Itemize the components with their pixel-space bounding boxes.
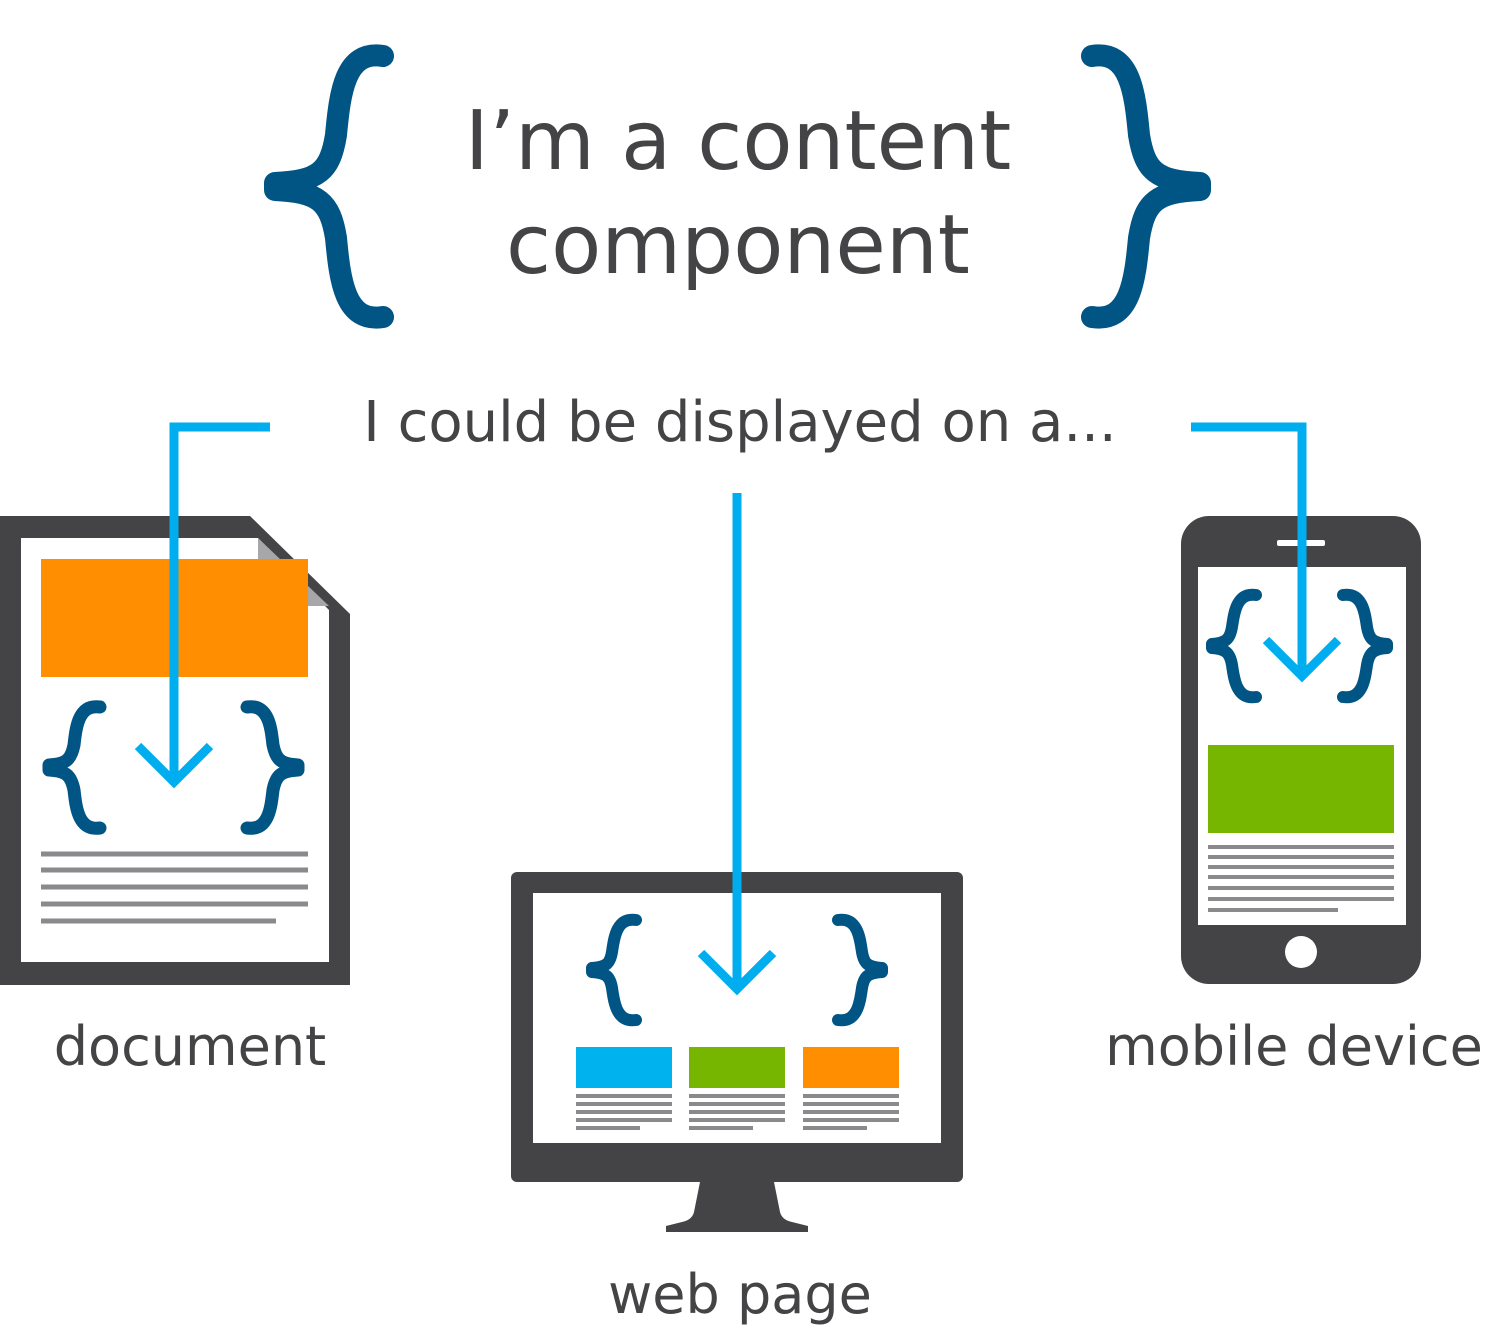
doc-right-brace-icon: [240, 700, 305, 835]
mobile-right-brace-icon: [1337, 588, 1393, 704]
title-left-brace-icon: [264, 44, 394, 329]
web-blue-block: [576, 1047, 672, 1088]
title-right-brace-icon: [1081, 44, 1211, 329]
monitor-stand: [666, 1182, 808, 1232]
web-left-brace-icon: [586, 913, 642, 1027]
web-page-label: web page: [608, 1263, 872, 1326]
title-line-1: I’m a content: [464, 94, 1012, 189]
arrow-to-mobile-icon: [1191, 422, 1342, 683]
arrow-to-document-icon: [134, 422, 270, 789]
web-orange-block: [803, 1047, 899, 1088]
subtitle: I could be displayed on a...: [363, 390, 1117, 455]
title-line-2: component: [506, 198, 970, 293]
monitor-icon: [511, 872, 963, 1232]
web-right-brace-icon: [832, 913, 888, 1027]
web-green-block: [689, 1047, 785, 1088]
mobile-device-label: mobile device: [1105, 1015, 1483, 1078]
mobile-left-brace-icon: [1206, 588, 1262, 704]
document-label: document: [53, 1015, 327, 1078]
web-text-lines: [576, 1094, 899, 1130]
mobile-text-lines: [1208, 845, 1394, 912]
arrow-to-web-page-icon: [697, 493, 777, 996]
doc-text-lines: [41, 851, 308, 924]
mobile-green-block: [1208, 745, 1394, 833]
doc-left-brace-icon: [42, 700, 107, 835]
phone-home-button: [1285, 936, 1317, 968]
